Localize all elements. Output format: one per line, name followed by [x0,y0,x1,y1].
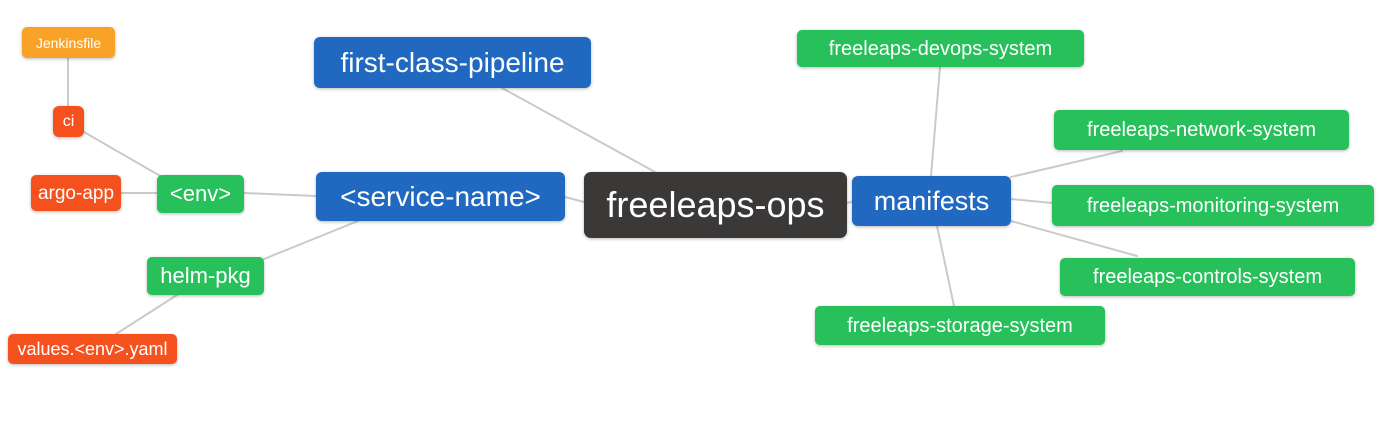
edge-env-service-name [243,192,317,197]
node-freeleaps-devops-system[interactable]: freeleaps-devops-system [797,30,1084,67]
edge-helm-pkg-values [115,294,178,335]
edge-manifests-monitoring [1010,198,1053,204]
node-argo-app[interactable]: argo-app [31,175,121,211]
edge-pipeline-freeleaps-ops [501,87,656,173]
node-freeleaps-ops-root[interactable]: freeleaps-ops [584,172,847,238]
edge-service-name-freeleaps-ops [564,196,585,203]
edge-manifests-controls [1010,220,1138,257]
node-freeleaps-storage-system[interactable]: freeleaps-storage-system [815,306,1105,345]
node-manifests[interactable]: manifests [852,176,1011,226]
node-ci[interactable]: ci [53,106,84,137]
edge-ci-env [83,131,163,178]
edge-manifests-storage [936,225,955,307]
node-freeleaps-network-system[interactable]: freeleaps-network-system [1054,110,1349,150]
node-values-env-yaml[interactable]: values.<env>.yaml [8,334,177,364]
node-freeleaps-monitoring-system[interactable]: freeleaps-monitoring-system [1052,185,1374,226]
node-helm-pkg[interactable]: helm-pkg [147,257,264,295]
node-first-class-pipeline[interactable]: first-class-pipeline [314,37,591,88]
node-jenkinsfile[interactable]: Jenkinsfile [22,27,115,58]
edge-helm-pkg-service-name [263,220,359,260]
node-freeleaps-controls-system[interactable]: freeleaps-controls-system [1060,258,1355,296]
edge-manifests-devops [930,66,941,177]
node-env[interactable]: <env> [157,175,244,213]
edge-manifests-network [1010,150,1123,178]
node-service-name[interactable]: <service-name> [316,172,565,221]
